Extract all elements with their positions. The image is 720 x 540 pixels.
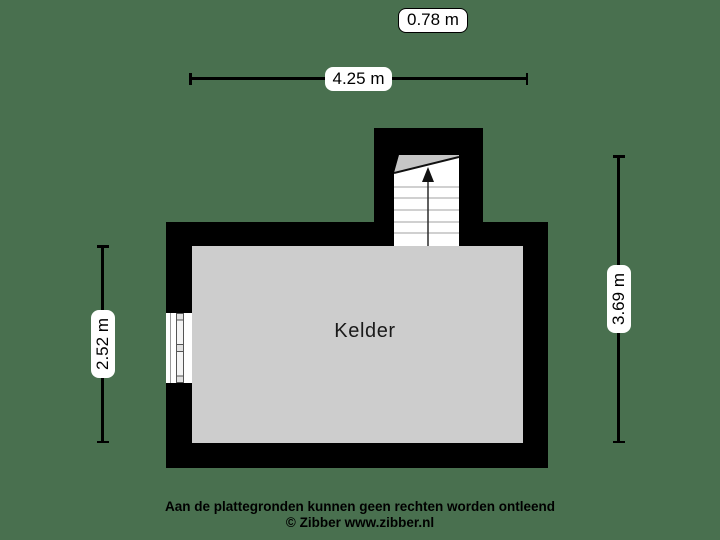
dimension-label: 2.52 m xyxy=(90,310,115,378)
dimension-room-width: 4.25 m xyxy=(189,66,528,91)
disclaimer-text: Aan de plattegronden kunnen geen rechten… xyxy=(164,499,556,514)
room-kelder xyxy=(192,246,523,443)
dimension-tick xyxy=(612,155,625,158)
dimension-tick xyxy=(612,440,625,443)
dimension-label: 3.69 m xyxy=(606,265,631,333)
dimension-label: 4.25 m xyxy=(324,66,393,91)
stairs-up-arrow-icon xyxy=(422,167,434,182)
dimension-tick xyxy=(189,72,192,85)
dimension-room-depth: 2.52 m xyxy=(90,245,115,443)
dimension-tick xyxy=(96,440,109,443)
dimension-tick xyxy=(525,72,528,85)
credit-text: © Zibber www.zibber.nl xyxy=(285,515,435,530)
dimension-tick xyxy=(96,245,109,248)
dimension-stair-width: 0.78 m xyxy=(398,8,468,33)
staircase xyxy=(394,155,459,246)
footer: Aan de plattegronden kunnen geen rechten… xyxy=(0,499,720,531)
dimension-total-depth: 3.69 m xyxy=(606,155,631,443)
window-symbol xyxy=(166,313,192,383)
room-name-label: Kelder xyxy=(334,320,396,342)
